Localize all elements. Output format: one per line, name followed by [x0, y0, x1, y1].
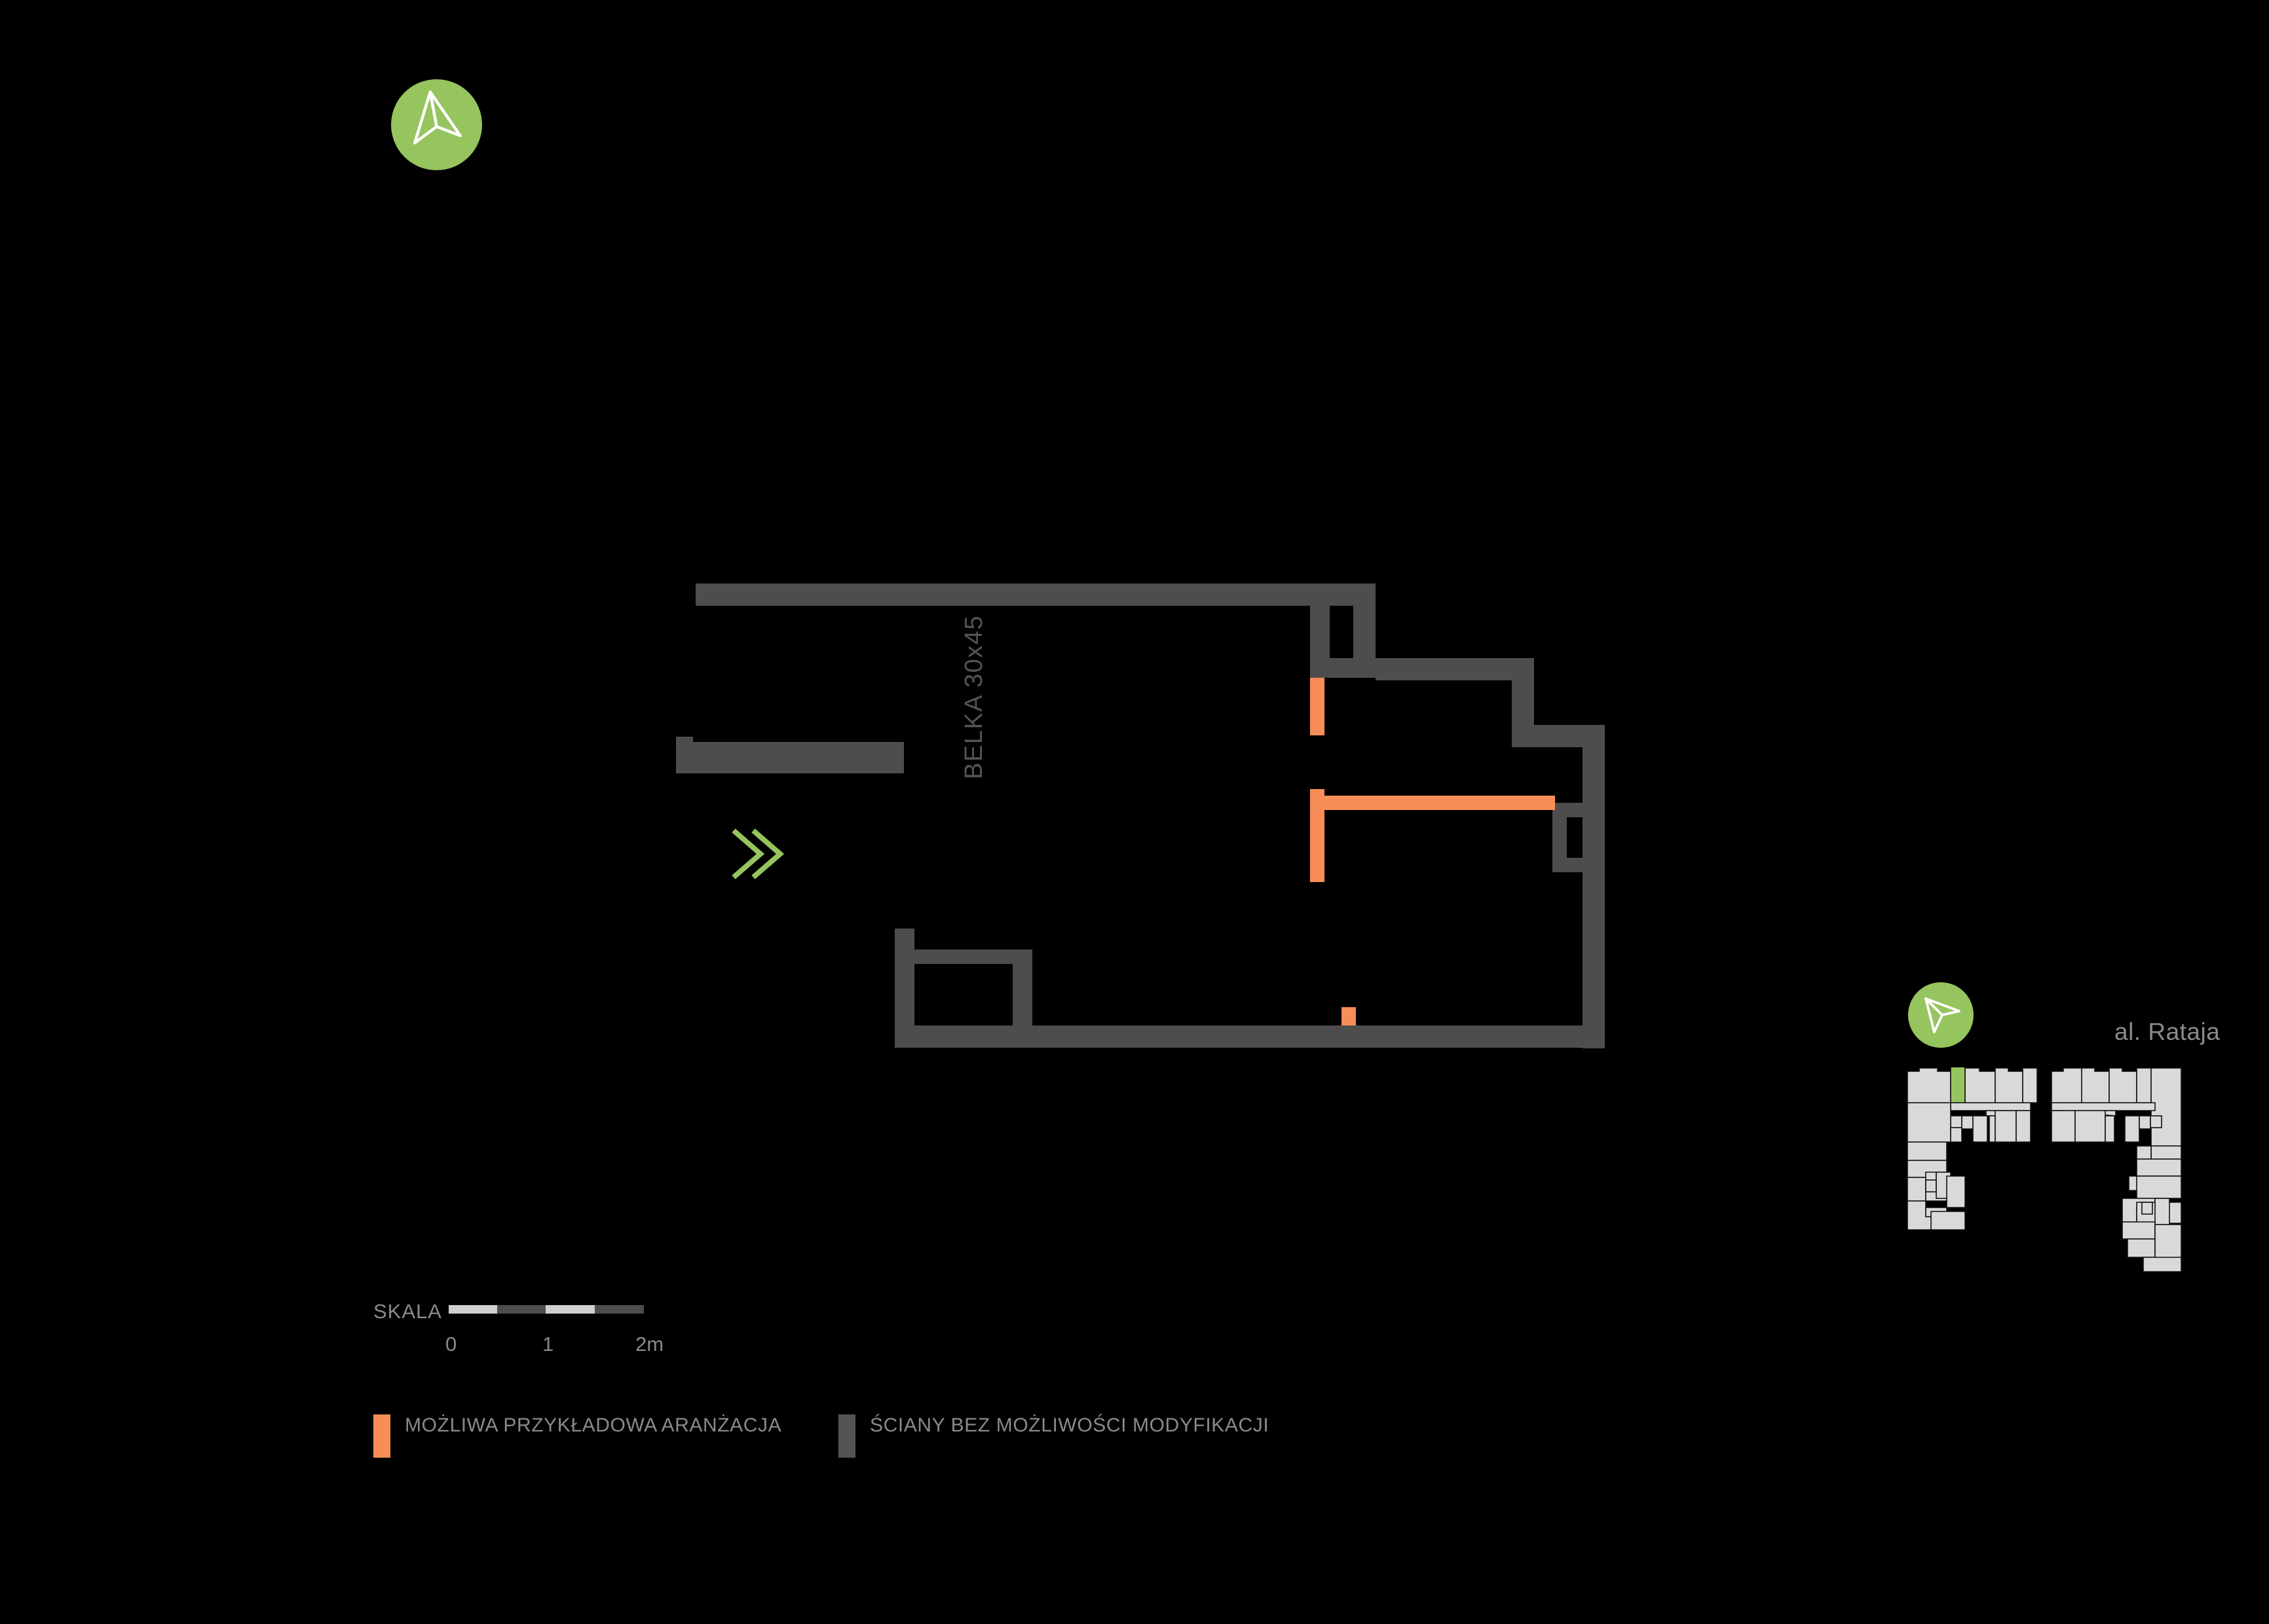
- direction-chevron-icon[interactable]: [732, 827, 784, 881]
- wall-niche-left: [1552, 803, 1567, 872]
- scale-bar: SKALA 0 1 2m: [373, 1300, 675, 1378]
- scale-label: SKALA: [373, 1300, 442, 1323]
- beam-label: BELKA 30x45: [960, 614, 988, 779]
- scale-segment: [497, 1305, 546, 1314]
- wall-bottom: [895, 1025, 1605, 1048]
- partition-orange-upper-vertical: [1310, 678, 1324, 735]
- wall-step-1-vertical: [1512, 658, 1534, 747]
- legend-label-fixed-walls: ŚCIANY BEZ MOŻLIWOŚCI MODYFIKACJI: [870, 1414, 1269, 1436]
- door-marker-orange: [1341, 1007, 1356, 1025]
- partition-orange-middle-vertical: [1310, 789, 1324, 882]
- wall-bottom-left-vertical: [895, 929, 914, 1048]
- wall-step-2-horizontal: [1534, 725, 1605, 747]
- scale-tick-1: 1: [542, 1333, 554, 1356]
- legend-swatch-orange: [373, 1414, 390, 1458]
- legend-swatch-gray: [838, 1414, 855, 1458]
- wall-top: [696, 583, 1376, 606]
- wall-top-inner-stub-horizontal: [1310, 658, 1376, 678]
- partition-orange-middle-horizontal: [1310, 796, 1555, 810]
- scale-bar-track: [449, 1305, 644, 1314]
- minimap-north-arrow-icon[interactable]: [1908, 982, 1974, 1048]
- legend-item-fixed-walls: ŚCIANY BEZ MOŻLIWOŚCI MODYFIKACJI: [838, 1414, 1269, 1458]
- north-arrow-icon[interactable]: [391, 79, 482, 170]
- wall-closet-right: [1013, 950, 1032, 1025]
- scale-segment: [546, 1305, 595, 1314]
- minimap[interactable]: [1906, 1067, 2214, 1310]
- scale-segment: [595, 1305, 644, 1314]
- wall-right: [1583, 747, 1605, 1048]
- legend-label-arrangement: MOŻLIWA PRZYKŁADOWA ARANŻACJA: [405, 1414, 782, 1436]
- scale-segment: [449, 1305, 497, 1314]
- legend-item-arrangement: MOŻLIWA PRZYKŁADOWA ARANŻACJA: [373, 1414, 838, 1458]
- scale-tick-2: 2m: [635, 1333, 664, 1356]
- wall-niche-bottom: [1552, 858, 1585, 872]
- wall-closet-top: [914, 950, 1032, 964]
- legend: MOŻLIWA PRZYKŁADOWA ARANŻACJA ŚCIANY BEZ…: [373, 1414, 1269, 1458]
- wall-left-band: [676, 742, 904, 773]
- scale-tick-0: 0: [445, 1333, 457, 1356]
- minimap-street-label: al. Rataja: [2114, 1018, 2221, 1045]
- wall-left-band-notch: [676, 737, 693, 747]
- wall-step-1-horizontal: [1376, 658, 1534, 680]
